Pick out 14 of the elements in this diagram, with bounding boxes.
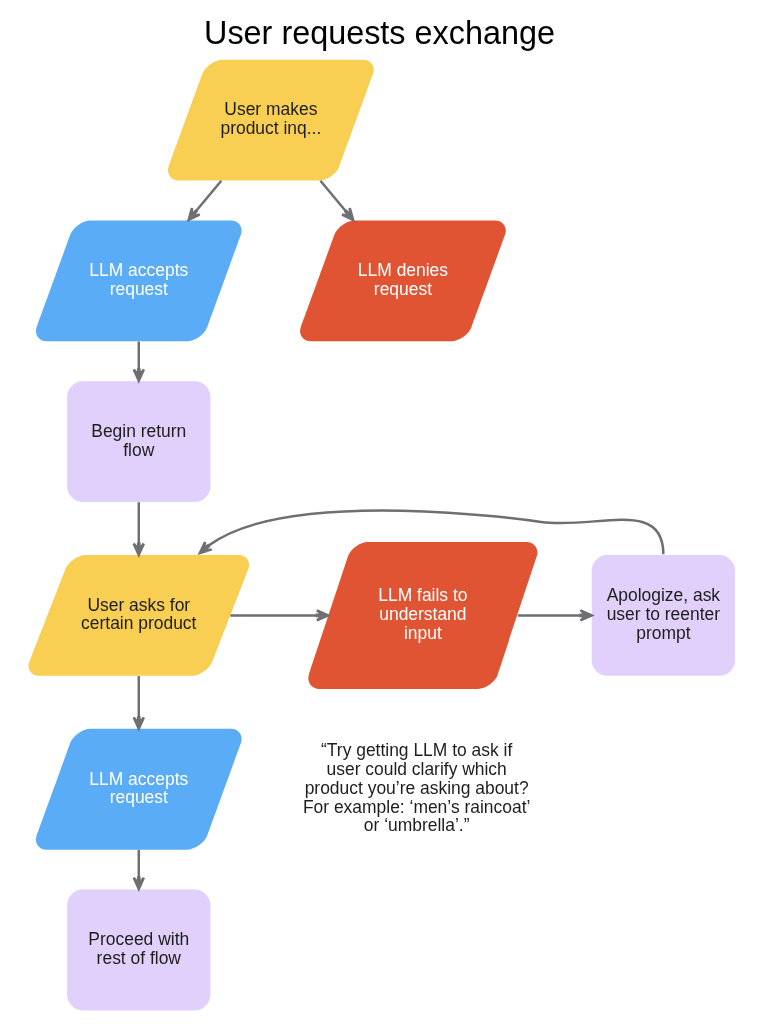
arrow xyxy=(132,849,145,891)
arrow xyxy=(132,676,145,730)
arrow xyxy=(132,502,145,557)
arrow xyxy=(229,609,329,622)
node-box: Proceed with rest of flow xyxy=(66,889,210,1011)
node-box: Apologize, ask user to reenter prompt xyxy=(591,555,735,676)
arrow xyxy=(517,609,593,622)
arrow xyxy=(186,179,222,222)
arrow xyxy=(132,341,145,382)
node-box: Begin return flow xyxy=(66,381,210,503)
label: “Try getting LLM to ask if user could clarify which product you’re asking about? For example: ‘men’s raincoat’ or ‘umbrella’.” xyxy=(302,740,530,836)
diagram-title: User requests exchange xyxy=(203,15,555,52)
arrow xyxy=(318,179,354,222)
arrow xyxy=(198,509,665,555)
